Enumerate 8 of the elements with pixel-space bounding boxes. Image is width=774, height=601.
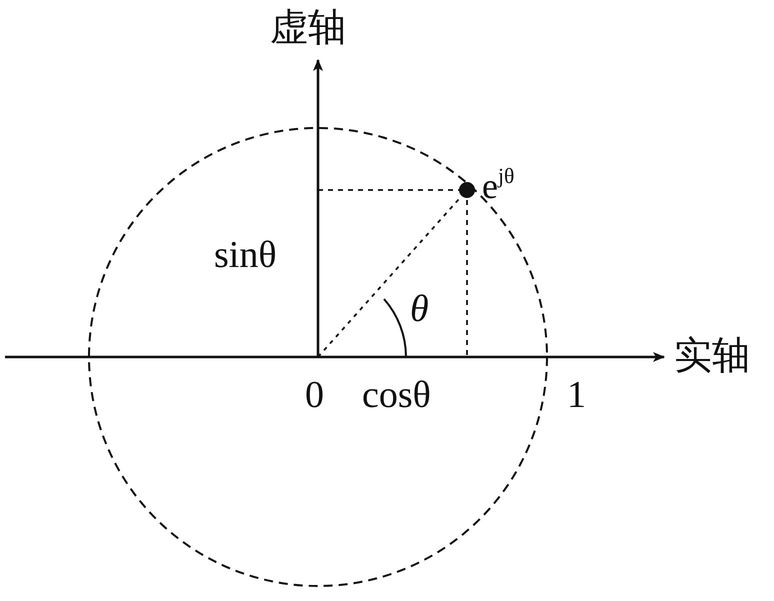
cosine-label: cosθ: [362, 376, 431, 414]
point-label: e$^{jθ}$: [482, 166, 514, 204]
sine-label: sinθ: [214, 236, 277, 274]
origin-label: 0: [305, 376, 324, 414]
angle-label: θ: [410, 290, 429, 328]
axis-label: 实轴: [674, 336, 750, 374]
tick-label: 1: [567, 376, 586, 414]
axis-label: 虚轴: [270, 8, 346, 46]
